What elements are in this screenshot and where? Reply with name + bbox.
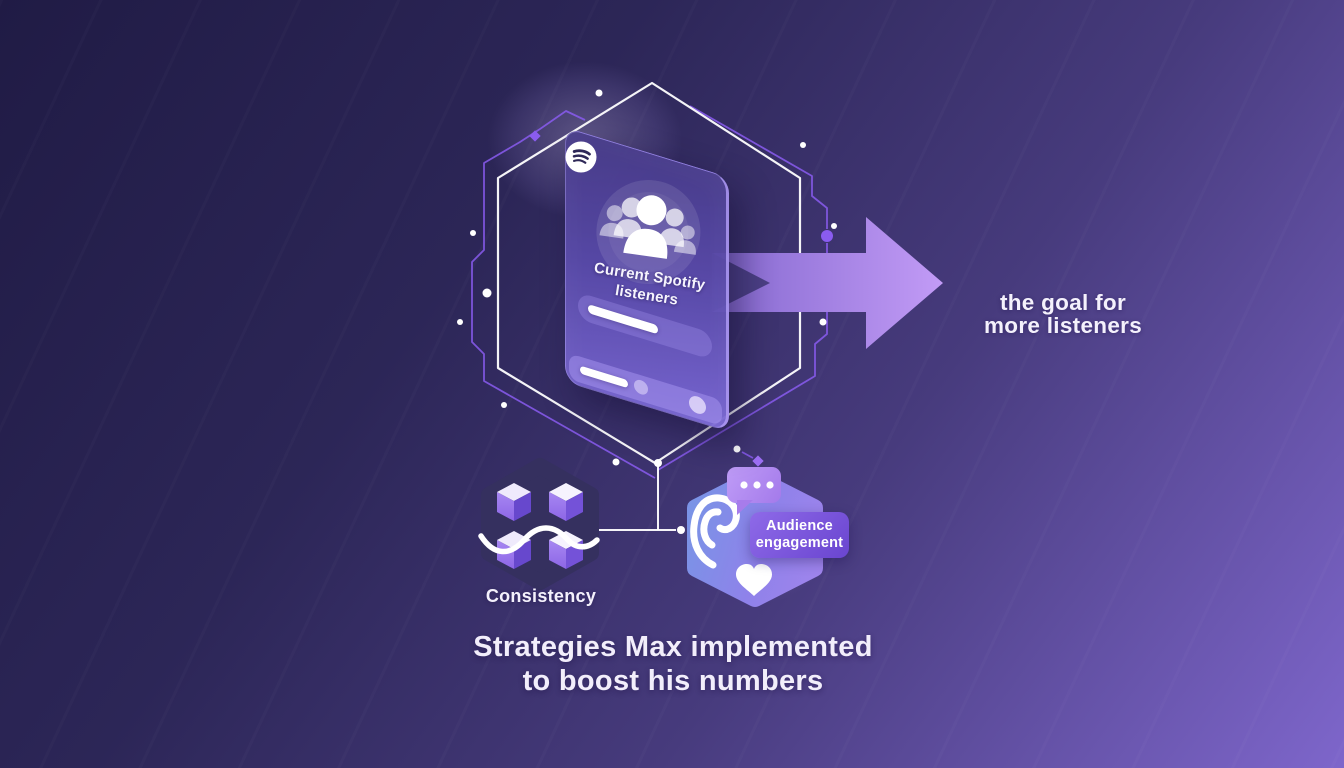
stacked-cubes-icon xyxy=(478,483,600,569)
caption-line1: Strategies Max implemented xyxy=(473,631,873,663)
circuit-nodes xyxy=(529,130,833,467)
decor-dots xyxy=(457,89,837,534)
spotify-logo-icon xyxy=(565,141,597,173)
goal-label: the goal for more listeners xyxy=(938,291,1188,338)
audience-engagement-badge: Audience engagement xyxy=(750,512,849,558)
wave-line-icon xyxy=(478,525,600,555)
consistency-label: Consistency xyxy=(485,586,597,606)
goal-label-line2: more listeners xyxy=(983,313,1143,339)
strategy-connector xyxy=(599,464,676,531)
audience-badge-line1: Audience xyxy=(766,518,833,535)
goal-label-line1: the goal for xyxy=(999,290,1127,315)
caption: Strategies Max implemented to boost his … xyxy=(430,631,916,699)
heart-icon xyxy=(736,564,772,596)
chat-bubble-icon xyxy=(727,467,781,515)
progress-pill xyxy=(580,365,628,389)
footer-dot xyxy=(689,393,706,417)
audience-badge-line2: engagement xyxy=(755,535,844,551)
consistency-icon xyxy=(478,458,600,590)
caption-line2: to boost his numbers xyxy=(522,664,824,697)
progress-pill xyxy=(588,304,658,335)
ear-icon xyxy=(690,494,740,569)
footer-dot xyxy=(634,378,648,397)
listeners-group-icon xyxy=(596,180,701,285)
